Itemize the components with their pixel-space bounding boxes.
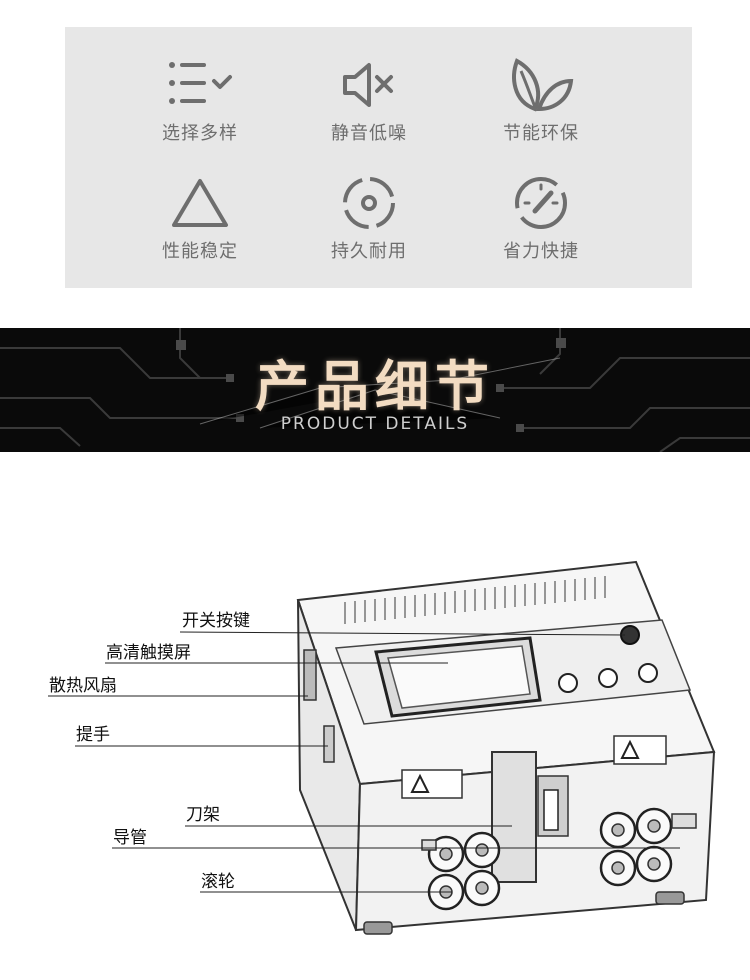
feature-item: 节能环保 bbox=[461, 57, 621, 145]
feature-item: 持久耐用 bbox=[289, 175, 449, 263]
feature-item: 静音低噪 bbox=[289, 57, 449, 145]
features-panel: 选择多样 静音低噪 节能环保 性能稳定 持久耐用 bbox=[65, 27, 692, 288]
callout-label: 提手 bbox=[76, 725, 110, 745]
callout-label: 刀架 bbox=[186, 805, 220, 825]
callout-label: 开关按键 bbox=[182, 611, 250, 631]
feature-label: 静音低噪 bbox=[331, 123, 407, 144]
feature-label: 节能环保 bbox=[503, 123, 579, 144]
callout-label: 导管 bbox=[113, 828, 147, 848]
feature-label: 性能稳定 bbox=[162, 241, 238, 262]
banner-subtitle: PRODUCT DETAILS bbox=[280, 414, 470, 434]
speedometer-icon bbox=[515, 177, 567, 229]
feature-label: 省力快捷 bbox=[503, 241, 579, 262]
feature-label: 选择多样 bbox=[162, 123, 238, 144]
speaker-mute-icon bbox=[343, 63, 393, 107]
feature-label: 持久耐用 bbox=[331, 241, 407, 262]
circuit-pattern bbox=[0, 328, 750, 452]
triangle-icon bbox=[172, 179, 228, 227]
machine-illustration bbox=[48, 560, 716, 935]
banner-title: 产品细节 bbox=[255, 355, 495, 418]
list-check-icon bbox=[169, 62, 232, 104]
callout-label: 滚轮 bbox=[201, 872, 235, 892]
callout-label: 散热风扇 bbox=[49, 676, 117, 696]
product-details-banner: 产品细节 PRODUCT DETAILS bbox=[0, 328, 750, 452]
feature-item: 省力快捷 bbox=[461, 175, 621, 263]
callout-label: 高清触摸屏 bbox=[106, 643, 191, 663]
cycle-circle-icon bbox=[343, 177, 395, 229]
feature-item: 性能稳定 bbox=[120, 175, 280, 263]
feature-item: 选择多样 bbox=[120, 57, 280, 145]
leaf-icon bbox=[512, 58, 574, 112]
